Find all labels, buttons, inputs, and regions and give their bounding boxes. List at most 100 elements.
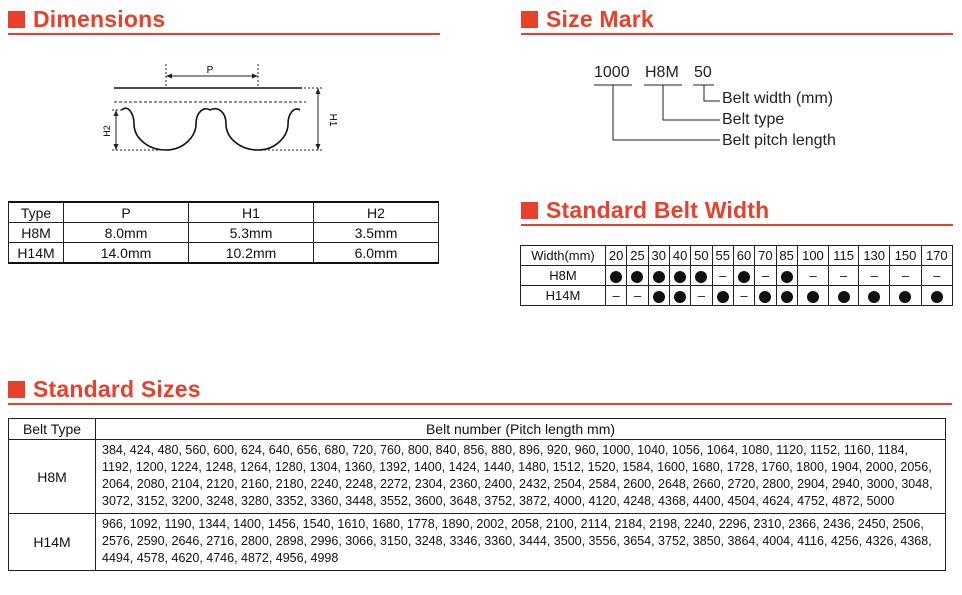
width-col-header: 115 (828, 245, 860, 266)
belt-width-heading: Standard Belt Width (521, 198, 769, 222)
heading-marker (521, 10, 538, 28)
cell: 3.5mm (313, 222, 439, 243)
dimensions-table: Type P H1 H2 H8M 8.0mm 5.3mm 3.5mm H14M … (8, 201, 439, 264)
row-type: H14M (520, 285, 606, 306)
width-cell (920, 285, 954, 306)
width-cell: – (796, 265, 830, 286)
belt-tooth-diagram: P H2 H1 (102, 64, 338, 151)
standard-sizes-title: Standard Sizes (33, 376, 201, 402)
available-dot-icon (695, 270, 708, 283)
table-row: H8M 384, 424, 480, 560, 600, 624, 640, 6… (8, 439, 946, 514)
standard-sizes-table: Belt Type Belt number (Pitch length mm) … (8, 418, 946, 571)
row-type: H14M (8, 513, 96, 571)
width-col-header: 60 (732, 245, 756, 266)
width-cell: – (889, 265, 922, 286)
width-col-header: 170 (920, 245, 954, 266)
table-row: H14M 14.0mm 10.2mm 6.0mm (8, 242, 439, 264)
cell: 5.3mm (188, 222, 314, 243)
header-p: P (63, 201, 189, 223)
cell: H14M (8, 242, 64, 264)
width-header-label: Width(mm) (520, 245, 606, 266)
available-dot-icon (610, 270, 623, 283)
width-cell (828, 285, 860, 306)
available-dot-icon (652, 290, 665, 303)
available-dot-icon (716, 290, 729, 303)
cell: 6.0mm (313, 242, 439, 264)
row-type: H8M (520, 265, 606, 286)
available-dot-icon (930, 290, 943, 303)
dim-p-label: P (207, 65, 214, 76)
standard-sizes-rule (8, 403, 952, 405)
header-type: Type (8, 201, 64, 223)
width-col-header: 25 (626, 245, 649, 266)
mark-length-label: Belt pitch length (722, 132, 836, 149)
width-col-header: 40 (668, 245, 692, 266)
width-cell: – (626, 285, 649, 306)
size-mark-title: Size Mark (546, 6, 654, 32)
table-row: H14M –––– (520, 285, 954, 306)
width-cell: – (690, 285, 713, 306)
width-cell (775, 265, 798, 286)
heading-marker (8, 10, 25, 28)
mark-width-code: 50 (694, 64, 712, 81)
width-cell: – (828, 265, 860, 286)
available-dot-icon (631, 270, 644, 283)
table-row: H8M ––––––– (520, 265, 954, 286)
available-dot-icon (780, 270, 793, 283)
cell: 14.0mm (63, 242, 189, 264)
available-dot-icon (780, 290, 793, 303)
size-mark-heading: Size Mark (521, 7, 654, 31)
belt-width-rule (521, 224, 953, 226)
table-row: H14M 966, 1092, 1190, 1344, 1400, 1456, … (8, 513, 946, 571)
available-dot-icon (899, 290, 912, 303)
mark-width-label: Belt width (mm) (722, 90, 834, 107)
width-cell (858, 285, 891, 306)
dim-h2-label: H2 (102, 125, 112, 137)
mark-type-code: H8M (645, 64, 679, 81)
row-type: H8M (8, 439, 96, 514)
width-cell (668, 285, 692, 306)
width-col-header: 85 (775, 245, 798, 266)
width-col-header: 100 (796, 245, 830, 266)
header-belt-type: Belt Type (8, 418, 96, 440)
available-dot-icon (837, 290, 850, 303)
available-dot-icon (674, 270, 687, 283)
heading-marker (521, 201, 538, 219)
cell: 8.0mm (63, 222, 189, 243)
width-cell: – (604, 285, 628, 306)
table-header-row: Belt Type Belt number (Pitch length mm) (8, 418, 946, 440)
width-col-header: 30 (647, 245, 670, 266)
width-col-header: 150 (889, 245, 922, 266)
available-dot-icon (674, 290, 687, 303)
width-cell (889, 285, 922, 306)
width-cell (626, 265, 649, 286)
width-cell: – (858, 265, 891, 286)
row-numbers: 966, 1092, 1190, 1344, 1400, 1456, 1540,… (95, 513, 946, 571)
heading-marker (8, 380, 25, 398)
width-col-header: 70 (754, 245, 777, 266)
width-cell (711, 285, 734, 306)
mark-length-code: 1000 (594, 64, 630, 81)
available-dot-icon (652, 270, 665, 283)
width-cell: – (711, 265, 734, 286)
available-dot-icon (738, 270, 751, 283)
available-dot-icon (868, 290, 881, 303)
dimensions-title: Dimensions (33, 6, 166, 32)
header-belt-number: Belt number (Pitch length mm) (95, 418, 946, 440)
table-header-row: Type P H1 H2 (8, 201, 439, 223)
header-h2: H2 (313, 201, 439, 223)
width-cell (690, 265, 713, 286)
width-cell: – (754, 265, 777, 286)
table-row: H8M 8.0mm 5.3mm 3.5mm (8, 222, 439, 243)
size-mark-leaders (594, 84, 720, 141)
width-col-header: 50 (690, 245, 713, 266)
width-cell (647, 285, 670, 306)
size-mark-rule (521, 33, 953, 35)
cell: 10.2mm (188, 242, 314, 264)
width-cell (754, 285, 777, 306)
width-cell (647, 265, 670, 286)
width-cell (604, 265, 628, 286)
width-col-header: 130 (858, 245, 891, 266)
